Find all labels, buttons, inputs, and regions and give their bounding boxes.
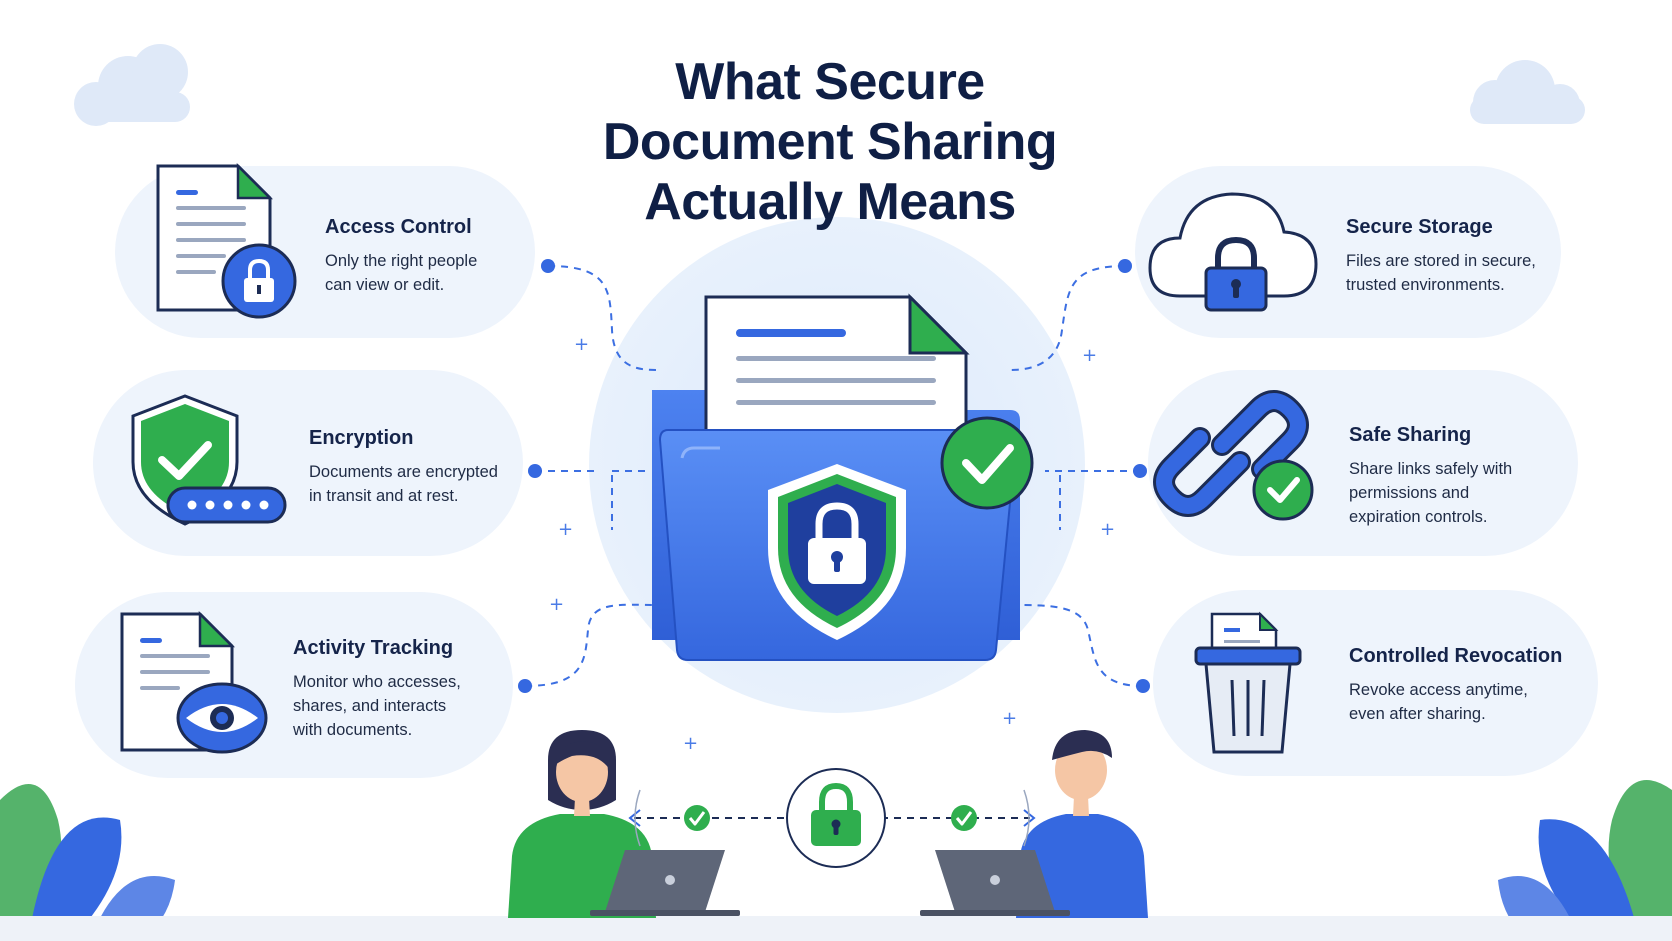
card-title: Encryption bbox=[309, 427, 414, 449]
cloud-decoration-left bbox=[74, 44, 190, 126]
card-description: Monitor who accesses, shares, and intera… bbox=[293, 673, 461, 739]
check-icon-left bbox=[684, 805, 710, 831]
card-description: Files are stored in secure, trusted envi… bbox=[1346, 252, 1536, 294]
card-title: Secure Storage bbox=[1346, 216, 1493, 238]
card-activity-tracking-text: Activity Tracking Monitor who accesses, … bbox=[293, 637, 461, 742]
laptop-right-icon bbox=[920, 850, 1070, 916]
card-access-control-text: Access Control Only the right people can… bbox=[325, 216, 477, 297]
chain-link-check-icon bbox=[1153, 390, 1314, 521]
card-description: Documents are encrypted in transit and a… bbox=[309, 463, 498, 505]
svg-text:+: + bbox=[558, 519, 573, 540]
shield-check-password-icon bbox=[131, 394, 287, 526]
trash-document-icon bbox=[1194, 611, 1302, 754]
sparkles: + + + + + + + bbox=[549, 334, 1115, 754]
card-title: Controlled Revocation bbox=[1349, 645, 1563, 667]
svg-text:+: + bbox=[1002, 708, 1017, 729]
secure-folder-icon bbox=[652, 293, 1034, 661]
connectors bbox=[524, 265, 1144, 687]
card-title: Safe Sharing bbox=[1349, 424, 1472, 446]
svg-text:+: + bbox=[1100, 519, 1115, 540]
svg-text:+: + bbox=[683, 733, 698, 754]
connector-dots bbox=[518, 259, 1150, 693]
document-lock-icon bbox=[156, 162, 297, 319]
check-badge-icon bbox=[940, 416, 1034, 510]
title-line-3: Actually Means bbox=[644, 173, 1016, 231]
check-icon-right bbox=[951, 805, 977, 831]
man-user-illustration bbox=[1016, 730, 1148, 918]
page-title: What Secure Document Sharing Actually Me… bbox=[560, 52, 1100, 232]
card-controlled-revocation-text: Controlled Revocation Revoke access anyt… bbox=[1349, 645, 1562, 726]
card-secure-storage-text: Secure Storage Files are stored in secur… bbox=[1346, 216, 1536, 297]
card-safe-sharing bbox=[1148, 370, 1578, 556]
title-line-2: Document Sharing bbox=[602, 113, 1058, 171]
title-line-1: What Secure bbox=[675, 53, 985, 111]
card-description: Share links safely with permissions and … bbox=[1349, 460, 1513, 526]
laptop-left-icon bbox=[590, 850, 740, 916]
ground bbox=[0, 916, 1672, 941]
card-description: Only the right people can view or edit. bbox=[325, 252, 478, 294]
document-eye-icon bbox=[120, 610, 268, 754]
svg-text:+: + bbox=[1082, 345, 1097, 366]
card-description: Revoke access anytime, even after sharin… bbox=[1349, 681, 1528, 723]
card-safe-sharing-text: Safe Sharing Share links safely with per… bbox=[1349, 424, 1512, 529]
svg-text:+: + bbox=[549, 594, 564, 615]
cloud-decoration-right bbox=[1470, 60, 1585, 124]
svg-text:+: + bbox=[574, 334, 589, 355]
padlock-icon bbox=[786, 768, 886, 868]
card-title: Access Control bbox=[325, 216, 472, 238]
shield-lock-icon bbox=[768, 464, 906, 640]
card-title: Activity Tracking bbox=[293, 637, 454, 659]
card-encryption-text: Encryption Documents are encrypted in tr… bbox=[309, 427, 498, 508]
cloud-lock-icon bbox=[1148, 192, 1318, 312]
